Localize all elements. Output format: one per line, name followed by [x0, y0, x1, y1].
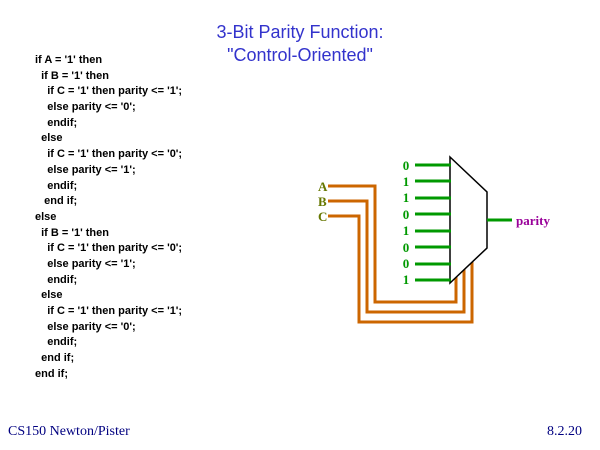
code-line: endif; — [35, 179, 78, 192]
footer-course-label: CS150 Newton/Pister — [8, 424, 130, 439]
code-line: if C = '1' then parity <= '1'; — [35, 85, 183, 98]
mux-value: 1 — [403, 174, 410, 189]
input-label-a: A — [318, 179, 328, 194]
code-line: else parity <= '1'; — [35, 163, 136, 176]
code-block: if A = '1' then if B = '1' then if C = '… — [35, 53, 182, 382]
mux-value: 1 — [403, 272, 410, 287]
code-line: endif; — [35, 336, 78, 349]
code-line: else parity <= '1'; — [35, 257, 136, 270]
select-wire-a — [328, 184, 458, 304]
page-title: 3-Bit Parity Function: "Control-Oriented… — [0, 21, 600, 67]
select-wire-c — [328, 214, 474, 324]
code-line: if C = '1' then parity <= '0'; — [35, 242, 183, 255]
code-line: else — [35, 289, 63, 302]
code-line: endif; — [35, 116, 78, 129]
code-line: if A = '1' then — [35, 54, 103, 66]
mux-value: 0 — [403, 207, 410, 222]
code-line: end if; — [35, 195, 78, 208]
footer-slide-number: 8.2.20 — [547, 424, 582, 439]
output-label: parity — [516, 213, 550, 228]
mux-value: 0 — [403, 158, 410, 173]
code-line: if C = '1' then parity <= '1'; — [35, 305, 183, 317]
code-line: if B = '1' then — [35, 69, 109, 82]
input-label-c: C — [318, 209, 327, 224]
code-line: else parity <= '0'; — [35, 320, 136, 333]
mux-body — [449, 155, 488, 285]
code-line: end if; — [35, 352, 75, 365]
code-line: else — [35, 210, 57, 223]
code-line: else — [35, 132, 63, 145]
mux-value: 1 — [403, 190, 410, 205]
mux-value: 1 — [403, 223, 410, 238]
title-line-2: "Control-Oriented" — [227, 45, 373, 65]
code-line: else parity <= '0'; — [35, 101, 136, 114]
select-wire-b — [328, 199, 466, 314]
input-label-b: B — [318, 194, 327, 209]
title-line-1: 3-Bit Parity Function: — [216, 22, 384, 42]
code-line: end if; — [35, 367, 68, 380]
mux-value: 0 — [403, 240, 410, 255]
code-line: endif; — [35, 273, 78, 286]
mux-value: 0 — [403, 256, 410, 271]
code-line: if B = '1' then — [35, 226, 109, 239]
code-line: if C = '1' then parity <= '0'; — [35, 148, 183, 161]
mux-diagram: A B C 0 1 1 0 1 0 0 1 parity — [318, 155, 550, 324]
